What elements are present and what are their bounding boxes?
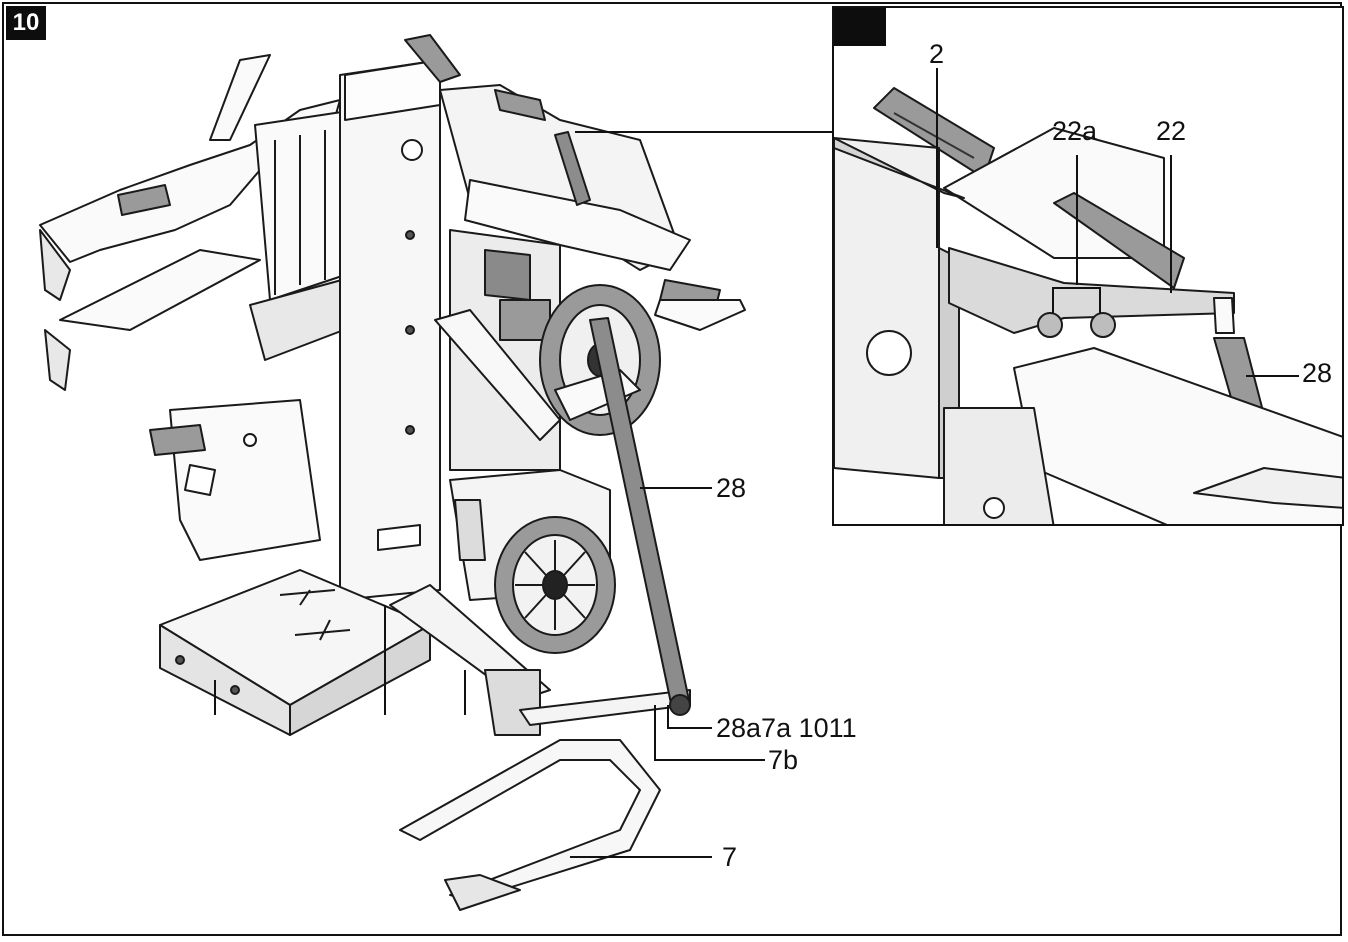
inset-handle-grip-upper [873,87,995,179]
rear-handle-bar [39,229,71,301]
inset-illustration [834,68,1342,524]
inset-bolt-left [1037,312,1063,338]
side-support [169,399,321,561]
inset-bolt-right [1090,312,1116,338]
transport-crossbar [519,689,691,726]
inset-label-28: 28 [1302,358,1333,388]
main-column [339,59,441,601]
label-7: 7 [722,842,738,872]
inset-label-2: 2 [929,39,945,69]
handle-grip-left [117,184,171,216]
inset-handle-grip-lower [1053,192,1185,289]
handle-grip-top [404,34,461,83]
label-28a7a1011: 28a7a 1011 [716,713,857,743]
figure-number: 10 [12,9,40,36]
inset-arm [948,247,1235,334]
label-7b: 7b [768,745,799,775]
label-28: 28 [716,473,747,503]
inset-badge [834,8,886,46]
inset-label-22: 22 [1156,116,1187,146]
figure-number-badge: 10 [6,6,46,40]
handle-grip-right-top [494,89,546,121]
detail-inset: 2 22a 22 28 [832,6,1344,526]
transport-handle-loop [399,739,661,901]
inset-label-22a: 22a [1052,116,1098,146]
inset-column [834,137,940,479]
rod-pivot [669,694,691,716]
